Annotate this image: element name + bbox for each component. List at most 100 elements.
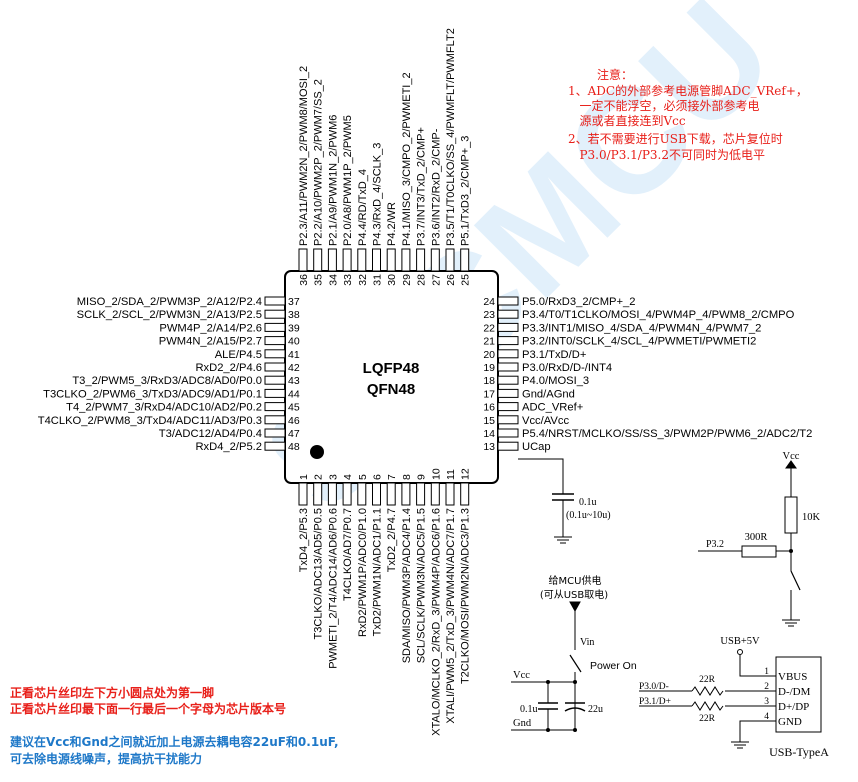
pin-pad bbox=[386, 248, 396, 272]
pin-number: 45 bbox=[288, 402, 300, 414]
usb-pin-label: D-/DM bbox=[778, 686, 811, 698]
usb-pin-number: 3 bbox=[764, 697, 769, 707]
pin-number: 20 bbox=[483, 349, 495, 361]
pin-pad bbox=[264, 322, 286, 332]
pin-pad bbox=[342, 482, 352, 506]
ucap-capacitor: 0.1u(0.1u~10u) bbox=[518, 458, 611, 544]
note-line-5: P3.0/P3.1/P3.2不可同时为低电平 bbox=[568, 148, 766, 162]
pin-pad bbox=[497, 309, 519, 319]
pin-label: UCap bbox=[522, 441, 551, 453]
usb-5v-label: USB+5V bbox=[720, 636, 760, 647]
pin-label: RxD4_2/P5.2 bbox=[195, 441, 262, 453]
pin-number: 35 bbox=[313, 274, 325, 286]
note-line-4: 2、若不需要进行USB下载，芯片复位时 bbox=[568, 132, 783, 146]
usb-pin-number: 1 bbox=[764, 667, 769, 677]
pin-label: SCLK_2/SCL_2/PWM3N_2/A13/P2.5 bbox=[77, 309, 262, 321]
usb-pin-number: 2 bbox=[764, 682, 769, 692]
pin-pad bbox=[298, 248, 308, 272]
pin-pad bbox=[430, 248, 440, 272]
pin-label: ADC_VRef+ bbox=[522, 402, 583, 414]
pin-label: PWMETI_2/T4/ADC14/AD6/P0.6 bbox=[327, 508, 339, 669]
pin-pad bbox=[313, 482, 323, 506]
pin-pad bbox=[327, 248, 337, 272]
pin-pad bbox=[497, 402, 519, 412]
pin-number: 31 bbox=[372, 274, 384, 286]
pin-label: P5.4/NRST/MCLKO/SS/SS_3/PWM2P/PWM6_2/ADC… bbox=[522, 428, 812, 440]
pin-number: 1 bbox=[298, 474, 310, 480]
cap-22u-label: 22u bbox=[588, 704, 603, 715]
pin-number: 7 bbox=[386, 474, 398, 480]
pin-number: 26 bbox=[445, 274, 457, 286]
pin-number: 13 bbox=[483, 441, 495, 453]
pin-pad bbox=[497, 415, 519, 425]
pin-pad bbox=[445, 248, 455, 272]
pin-label: TxD4_2/P5.3 bbox=[298, 508, 310, 572]
pin-label: RxD2/PWM1P/ADC0/P1.0 bbox=[357, 508, 369, 637]
power-title-1: 给MCU供电 bbox=[549, 574, 602, 587]
chip: LQFP48QFN4837MISO_2/SDA_2/PWM3P_2/A12/P2… bbox=[38, 28, 813, 736]
pin-pad bbox=[264, 362, 286, 372]
pin-label: P3.4/T0/T1CLKO/MOSI_4/PWM4P_4/PWM8_2/CMP… bbox=[522, 309, 795, 321]
pin-number: 16 bbox=[483, 402, 495, 414]
pin-number: 12 bbox=[460, 468, 472, 480]
vcc-arrow bbox=[785, 460, 797, 469]
resistor-10k-label: 10K bbox=[802, 512, 821, 523]
pin-number: 9 bbox=[416, 474, 428, 480]
usb-pin-number: 4 bbox=[764, 712, 769, 722]
pin-number: 47 bbox=[288, 428, 300, 440]
pin-label: P4.1/MISO_3/CMPO_2/PWMETI_2 bbox=[401, 72, 413, 246]
pin-pad bbox=[416, 482, 426, 506]
pin-pad bbox=[497, 336, 519, 346]
ucap-value-label: 0.1u bbox=[579, 497, 597, 508]
decoupling-note-line-2: 可去除电源线噪声，提高抗干扰能力 bbox=[10, 752, 203, 766]
pin-label: Gnd/AGnd bbox=[522, 388, 575, 400]
cap-01u-label: 0.1u bbox=[520, 704, 538, 715]
vcc-label: Vcc bbox=[513, 670, 530, 681]
pin-number: 21 bbox=[483, 336, 495, 348]
pin-number: 14 bbox=[483, 428, 495, 440]
resistor-22r-2-label: 22R bbox=[699, 714, 716, 724]
pin-pad bbox=[497, 441, 519, 451]
pin-label: P2.3/A11/PWM2N_2/PWM8/MOSI_2 bbox=[298, 66, 310, 246]
pin-label: MISO_2/SDA_2/PWM3P_2/A12/P2.4 bbox=[77, 296, 262, 308]
pin-number: 41 bbox=[288, 349, 300, 361]
pin-label: P2.1/A9/PWM1N_2/PWM6 bbox=[327, 115, 339, 246]
pin-number: 5 bbox=[357, 474, 369, 480]
resistor-10k bbox=[784, 496, 798, 534]
usb-dm-net-label: P3.0/D- bbox=[639, 682, 669, 692]
pin-label: XTALO/MCLKO_2/RxD_3/PWM4P/ADC6/P1.6 bbox=[430, 508, 442, 736]
pin-number: 18 bbox=[483, 375, 495, 387]
pin-pad bbox=[372, 248, 381, 272]
pin-pad bbox=[264, 375, 286, 385]
pin-number: 6 bbox=[372, 474, 384, 480]
vin-label: Vin bbox=[580, 637, 594, 648]
gnd-label: Gnd bbox=[513, 718, 532, 729]
pin-label: T3CLKO/ADC13/AD5/P0.5 bbox=[313, 508, 325, 639]
pin-label: TxD2/PWM1N/ADC1/P1.1 bbox=[372, 508, 384, 636]
pin-label: T3/ADC12/AD4/P0.4 bbox=[159, 428, 262, 440]
pin-pad bbox=[401, 482, 411, 506]
pin-pad bbox=[264, 441, 286, 451]
pin-number: 3 bbox=[327, 474, 339, 480]
pin-label: PWM4P_2/A14/P2.6 bbox=[159, 322, 262, 334]
pin-number: 43 bbox=[288, 375, 300, 387]
pin-number: 37 bbox=[288, 296, 300, 308]
pin-number: 11 bbox=[445, 469, 457, 480]
pin-label: T2CLKO/MOSI/PWM2N/ADC3/P1.3 bbox=[460, 508, 472, 684]
pin-pad bbox=[264, 415, 286, 425]
pin-pad bbox=[357, 482, 367, 506]
pin-number: 42 bbox=[288, 362, 300, 374]
pin-label: P2.2/A10/PWM2P_2/PWM7/SS_2 bbox=[313, 79, 325, 246]
pin-number: 28 bbox=[416, 274, 428, 286]
reset-vcc-label: Vcc bbox=[783, 451, 800, 462]
pin-pad bbox=[445, 482, 455, 506]
usb-connector-body bbox=[775, 656, 822, 733]
usb-pin-label: D+/DP bbox=[778, 701, 809, 713]
pin-pad bbox=[313, 248, 323, 272]
note-line-1: 1、ADC的外部参考电源管脚ADC_VRef+， bbox=[568, 84, 808, 98]
usb-gnd-wire bbox=[739, 720, 776, 742]
usb-dp-net-label: P3.1/D+ bbox=[639, 697, 671, 707]
